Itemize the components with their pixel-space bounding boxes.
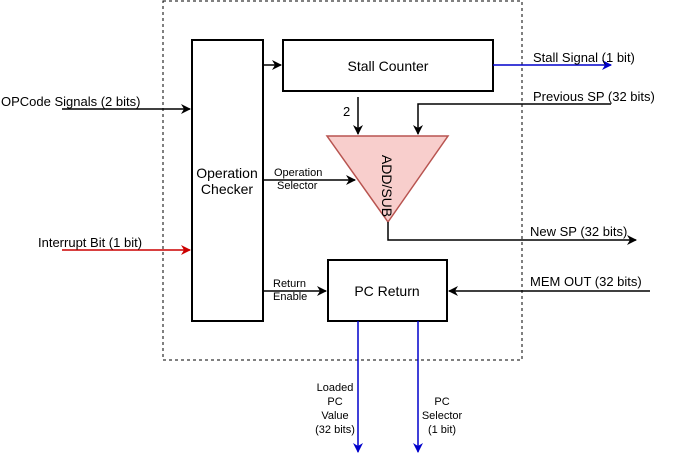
loaded-pc-label-line2: PC (327, 396, 342, 408)
stall-counter-block (282, 39, 494, 92)
loaded-pc-label-line1: Loaded (317, 382, 354, 394)
return-enable-label-line2: Enable (273, 291, 307, 303)
mem-out-label: MEM OUT (32 bits) (530, 274, 642, 289)
operation-selector-label-line1: Operation (274, 167, 322, 179)
pc-selector-label-line3: (1 bit) (428, 424, 456, 436)
stall-signal-label: Stall Signal (1 bit) (533, 50, 635, 65)
new-sp-label: New SP (32 bits) (530, 224, 627, 239)
opcode-input-label: OPCode Signals (2 bits) (1, 94, 140, 109)
add-sub-unit (325, 135, 450, 224)
pc-return-label: PC Return (354, 283, 419, 299)
previous-sp-wire (413, 103, 611, 135)
operation-checker-label-line1: Operation (196, 165, 257, 181)
previous-sp-label: Previous SP (32 bits) (533, 89, 655, 104)
stall-counter-label: Stall Counter (348, 58, 429, 74)
return-enable-label-line1: Return (273, 278, 306, 290)
operation-checker-block (191, 39, 264, 322)
pc-selector-label-line2: Selector (422, 410, 463, 422)
new-sp-wire (387, 222, 637, 245)
constant-two-label: 2 (343, 104, 350, 119)
pc-return-block (327, 259, 448, 322)
unit-boundary (162, 0, 523, 361)
loaded-pc-label-line3: Value (321, 410, 348, 422)
operation-selector-label-line2: Selector (277, 180, 318, 192)
operation-checker-label-line2: Checker (201, 181, 253, 197)
add-sub-label: ADD/SUB (379, 155, 395, 217)
interrupt-input-label: Interrupt Bit (1 bit) (38, 235, 142, 250)
pc-selector-label-line1: PC (434, 396, 449, 408)
loaded-pc-label-line4: (32 bits) (315, 424, 355, 436)
